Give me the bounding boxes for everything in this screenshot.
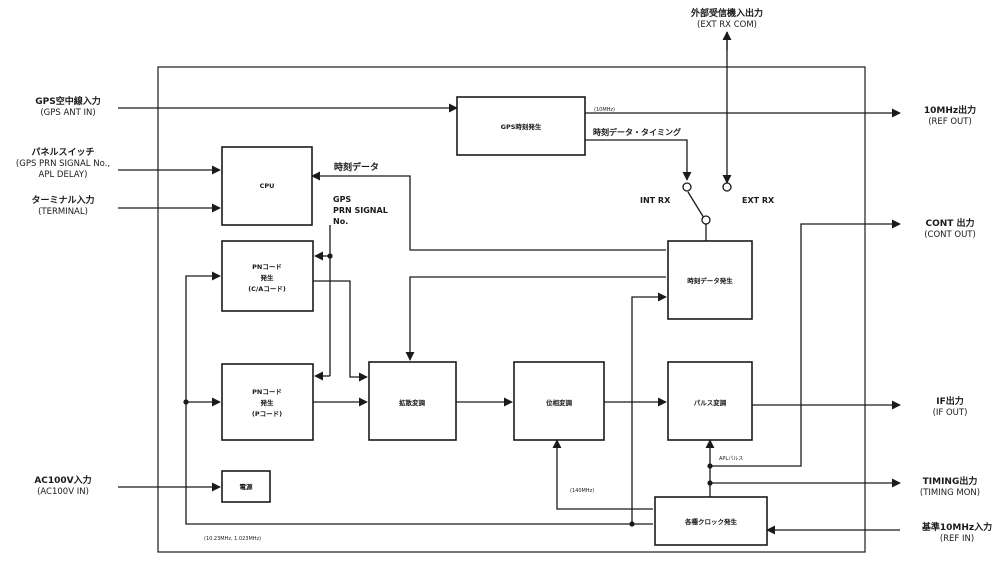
switch-label-int-rx: INT RX: [640, 196, 671, 205]
svg-text:(GPS ANT IN): (GPS ANT IN): [40, 108, 95, 118]
svg-text:CONT 出力: CONT 出力: [925, 217, 974, 229]
label-panel-switch: パネルスイッチ (GPS PRN SIGNAL No., APL DELAY): [16, 146, 110, 180]
svg-text:(TERMINAL): (TERMINAL): [38, 207, 88, 217]
signal-time-data: 時刻データ: [334, 161, 379, 173]
svg-text:(Pコード): (Pコード): [252, 410, 282, 418]
svg-text:IF出力: IF出力: [936, 395, 964, 407]
svg-text:AC100V入力: AC100V入力: [34, 474, 91, 486]
label-cont-out: CONT 出力 (CONT OUT): [924, 217, 976, 240]
block-pulse-mod: パルス変調: [667, 361, 753, 441]
svg-text:PRN SIGNAL: PRN SIGNAL: [333, 206, 388, 215]
label-if-out: IF出力 (IF OUT): [933, 395, 968, 418]
svg-text:GPS空中線入力: GPS空中線入力: [35, 95, 100, 107]
svg-text:(AC100V IN): (AC100V IN): [37, 487, 89, 497]
block-pn-p: PNコード 発生 (Pコード): [221, 363, 314, 441]
svg-text:No.: No.: [333, 217, 348, 226]
block-power: 電源: [221, 470, 271, 503]
label-terminal: ターミナル入力 (TERMINAL): [31, 194, 94, 217]
svg-text:位相変調: 位相変調: [546, 398, 573, 407]
block-pn-ca: PNコード 発生 (C/Aコード): [221, 240, 314, 312]
label-ref-in: 基準10MHz入力 (REF IN): [921, 521, 992, 544]
svg-text:ターミナル入力: ターミナル入力: [31, 194, 94, 206]
svg-text:電源: 電源: [240, 482, 254, 491]
signal-gps-prn: GPS PRN SIGNAL No.: [333, 195, 388, 226]
svg-text:(CONT OUT): (CONT OUT): [924, 230, 976, 240]
svg-text:発生: 発生: [260, 398, 275, 407]
svg-text:(REF IN): (REF IN): [940, 534, 974, 544]
signal-apl-pulse: APLパルス: [719, 456, 743, 462]
svg-text:拡散変調: 拡散変調: [399, 398, 426, 407]
svg-text:(TIMING MON): (TIMING MON): [920, 488, 980, 498]
svg-text:APL DELAY): APL DELAY): [39, 170, 88, 180]
block-phase-mod: 位相変調: [513, 361, 605, 441]
label-ref-out: 10MHz出力 (REF OUT): [924, 104, 976, 127]
svg-text:基準10MHz入力: 基準10MHz入力: [921, 521, 992, 533]
signal-lines: [118, 31, 901, 535]
svg-text:(EXT RX COM): (EXT RX COM): [697, 20, 757, 30]
svg-text:GPS: GPS: [333, 195, 351, 204]
signal-clock-freqs: (10.23MHz, 1.023MHz): [204, 536, 261, 542]
svg-text:時刻データ発生: 時刻データ発生: [687, 276, 733, 285]
signal-140mhz: (140MHz): [570, 488, 594, 494]
svg-text:発生: 発生: [260, 273, 275, 282]
label-gps-ant-in: GPS空中線入力 (GPS ANT IN): [35, 95, 100, 118]
label-timing-mon: TIMING出力 (TIMING MON): [920, 475, 980, 498]
switch-common: [701, 215, 711, 225]
block-cpu: CPU: [221, 146, 313, 226]
switch-label-ext-rx: EXT RX: [742, 196, 775, 205]
svg-text:(IF OUT): (IF OUT): [933, 408, 968, 418]
block-clock-gen: 各種クロック発生: [654, 496, 768, 546]
svg-text:パネルスイッチ: パネルスイッチ: [31, 146, 94, 158]
signal-10mhz: (10MHz): [594, 107, 615, 113]
svg-text:(GPS PRN SIGNAL No.,: (GPS PRN SIGNAL No.,: [16, 159, 110, 169]
svg-text:TIMING出力: TIMING出力: [923, 475, 978, 487]
svg-text:GPS時刻発生: GPS時刻発生: [501, 122, 542, 131]
svg-text:(REF OUT): (REF OUT): [928, 117, 972, 127]
svg-text:PNコード: PNコード: [252, 263, 282, 271]
switch-contact-ext: [722, 182, 732, 192]
svg-text:パルス変調: パルス変調: [694, 398, 727, 407]
svg-text:外部受信機入出力: 外部受信機入出力: [690, 7, 763, 19]
svg-text:CPU: CPU: [260, 182, 275, 190]
label-ac100v-in: AC100V入力 (AC100V IN): [34, 474, 91, 497]
switch-contact-int: [682, 182, 692, 192]
svg-text:10MHz出力: 10MHz出力: [924, 104, 976, 116]
equipment-frame: [157, 66, 866, 553]
label-ext-rx-com: 外部受信機入出力 (EXT RX COM): [690, 7, 763, 30]
block-spread-mod: 拡散変調: [368, 361, 457, 441]
svg-text:PNコード: PNコード: [252, 388, 282, 396]
block-time-data-gen: 時刻データ発生: [667, 240, 753, 320]
block-gps-timing: GPS時刻発生: [456, 96, 586, 156]
signal-time-data-timing: 時刻データ・タイミング: [593, 127, 681, 137]
svg-text:各種クロック発生: 各種クロック発生: [684, 517, 738, 526]
svg-text:(C/Aコード): (C/Aコード): [248, 285, 286, 293]
